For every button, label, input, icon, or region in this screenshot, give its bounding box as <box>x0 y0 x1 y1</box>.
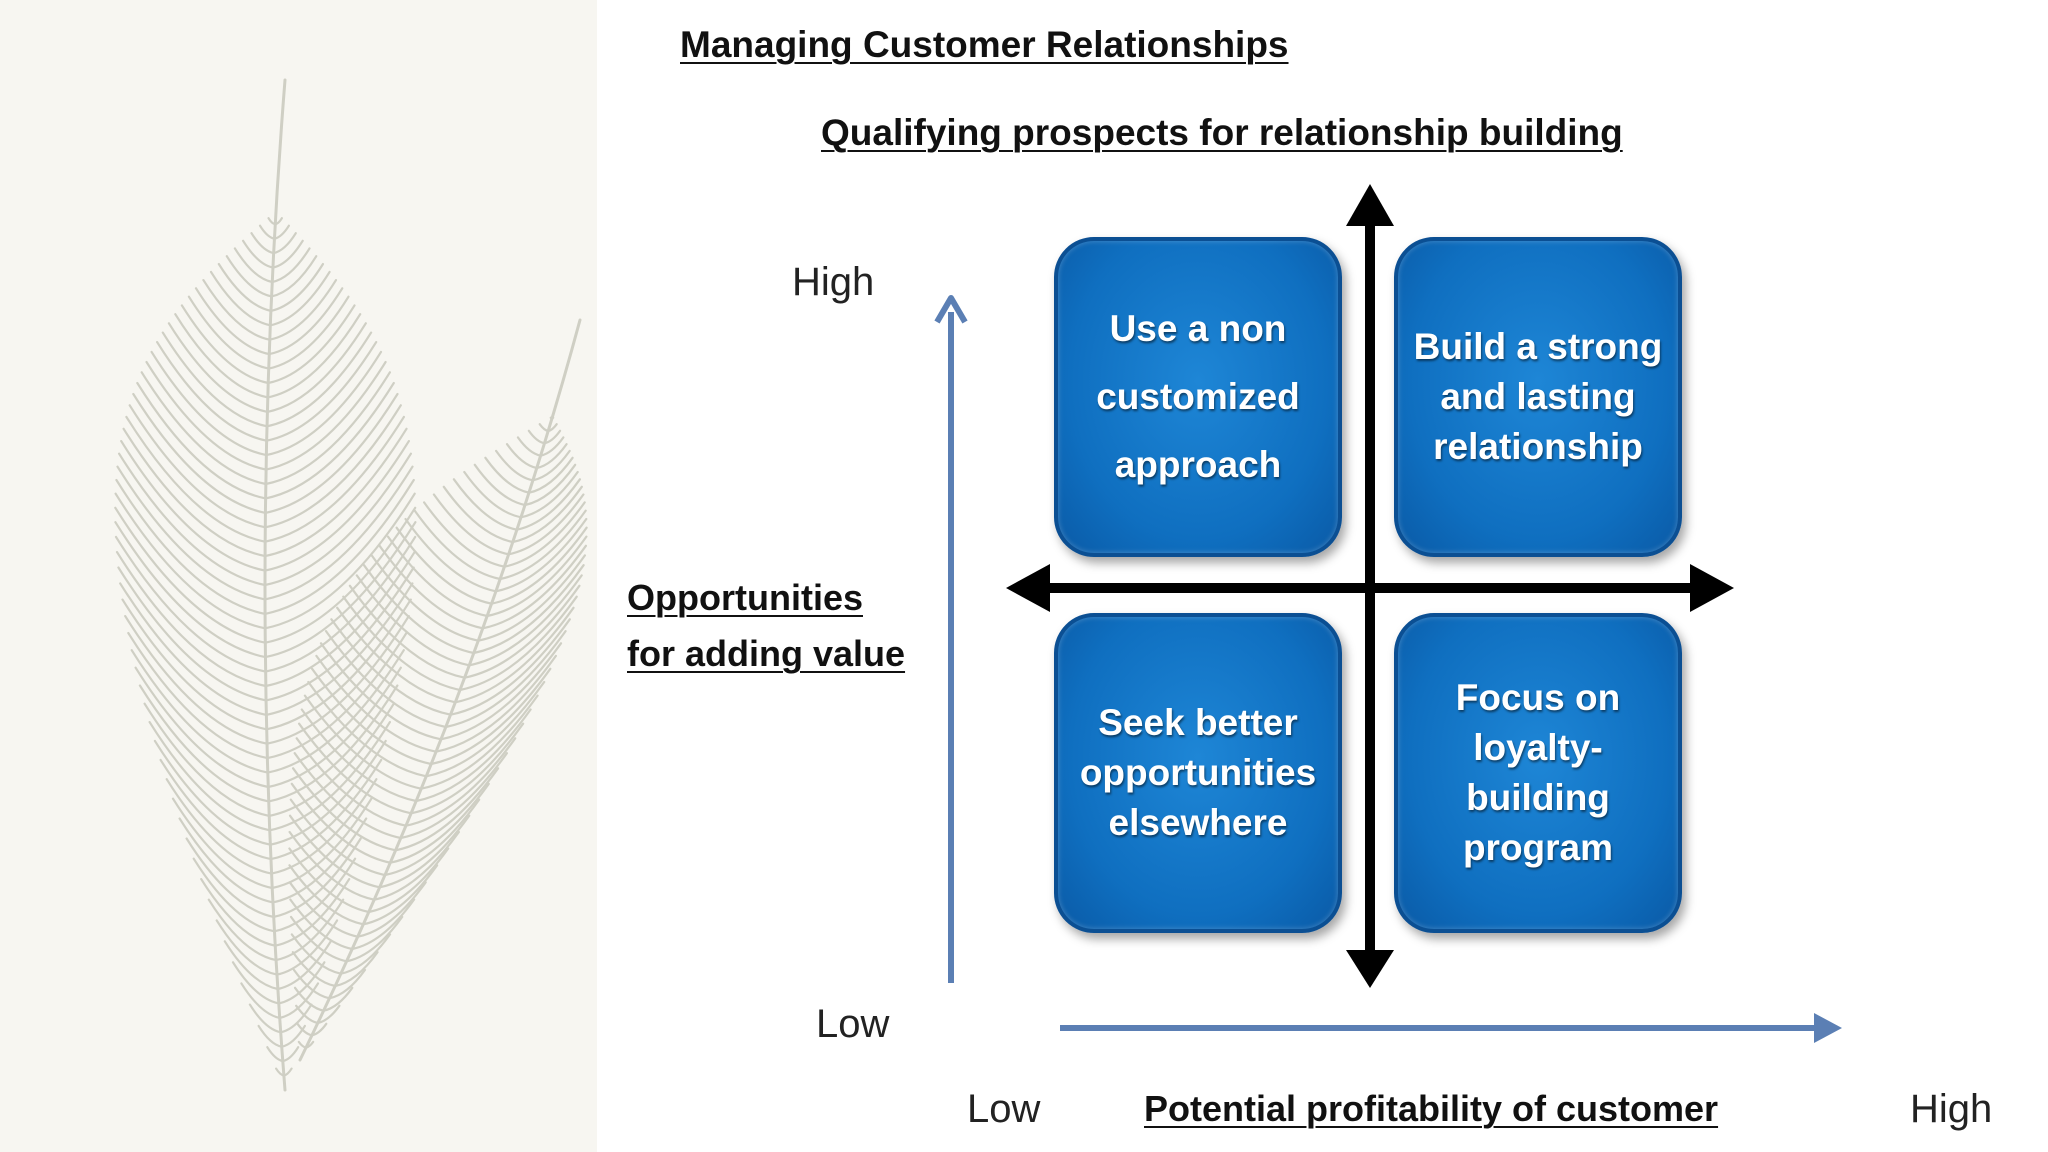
feather-illustration <box>114 78 588 1092</box>
y-axis-arrow <box>934 295 968 983</box>
quadrant-bottom-right-text: Focus on loyalty- building program <box>1455 677 1621 868</box>
horizontal-divider-arrow <box>1006 564 1734 612</box>
quadrant-bottom-right: Focus on loyalty- building program <box>1394 613 1682 933</box>
side-panel <box>0 0 597 1152</box>
slide-area <box>597 0 2048 1152</box>
quadrant-bottom-left: Seek better opportunities elsewhere <box>1054 613 1342 933</box>
quadrant-bottom-left-text: Seek better opportunities elsewhere <box>1079 702 1317 843</box>
quadrant-top-left-text: Use a non customized approach <box>1096 308 1300 485</box>
y-axis-low-label: Low <box>816 1002 890 1046</box>
diagram-title: Qualifying prospects for relationship bu… <box>821 112 1623 153</box>
quadrant-top-right-text: Build a strong and lasting relationship <box>1413 326 1663 467</box>
x-axis-high-label: High <box>1910 1087 1993 1131</box>
x-axis-title: Potential profitability of customer <box>1144 1088 1719 1129</box>
x-axis-arrow <box>1060 1013 1842 1043</box>
slide-title: Managing Customer Relationships <box>680 24 1289 65</box>
y-axis-title: Opportunities for adding value <box>627 577 906 674</box>
y-axis-high-label: High <box>792 260 875 304</box>
quadrant-top-left: Use a non customized approach <box>1054 237 1342 557</box>
quadrant-top-right: Build a strong and lasting relationship <box>1394 237 1682 557</box>
x-axis-low-label: Low <box>967 1087 1041 1131</box>
